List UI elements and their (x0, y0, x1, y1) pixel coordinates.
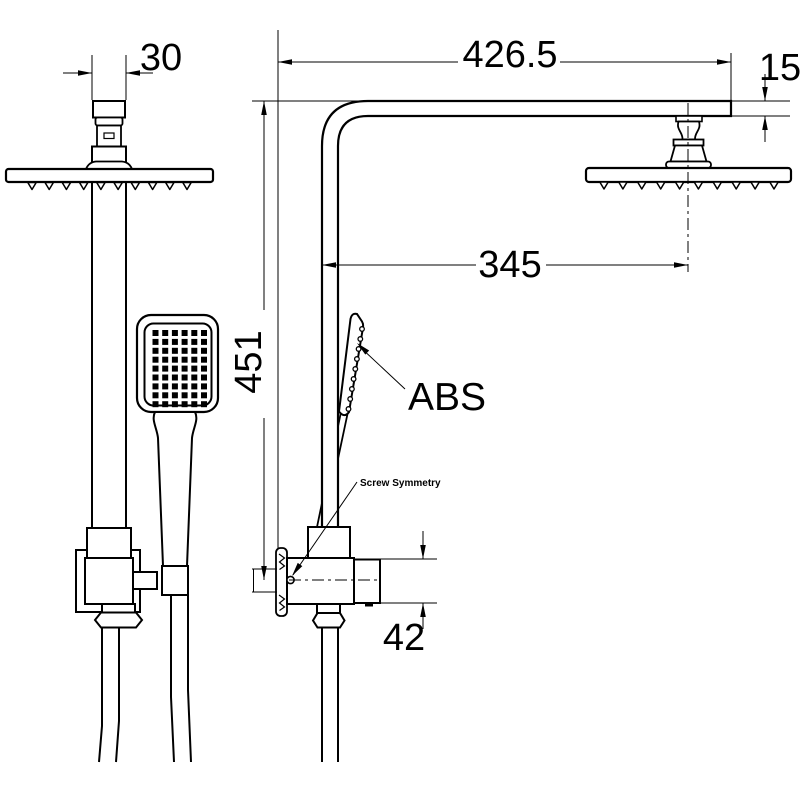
dimension-annotations (63, 30, 790, 629)
dim-arm-width-label: 30 (140, 37, 182, 79)
left-shower-plate (4, 167, 215, 184)
dim-riser-height-label: 451 (228, 330, 270, 393)
screw-symmetry-label: Screw Symmetry (360, 478, 441, 489)
abs-material-label: ABS (408, 376, 486, 419)
hand-shower-hose (170, 595, 192, 763)
ceiling-connector (84, 100, 134, 170)
sprayer-head-side (337, 312, 365, 417)
right-view-shower-column (275, 99, 793, 762)
drop-pipe (91, 183, 127, 528)
abs-leader-line (358, 345, 406, 390)
dim-overall-width-label: 426.5 (462, 34, 557, 76)
spray-nozzle-grid (152, 330, 207, 408)
screw-leader-line (292, 481, 358, 576)
hand-shower-handle (152, 411, 198, 567)
dimension-text-labels: 30 426.5 15 345 451 42 ABS Screw Symmetr… (140, 34, 800, 659)
dim-head-offset-label: 345 (478, 244, 541, 286)
left-bracket-assembly (75, 527, 158, 629)
dim-mixer-height-label: 42 (383, 617, 425, 659)
sprayer-nozzle-teeth (345, 326, 365, 412)
mixer-valve-body (286, 526, 381, 629)
hex-nut (311, 612, 346, 629)
right-shower-nozzles (599, 181, 779, 190)
dim-arm-thickness-label: 15 (759, 47, 800, 89)
hex-nut (93, 611, 144, 629)
hand-shower-front (135, 313, 220, 596)
left-view-overhead-shower (4, 100, 220, 763)
right-hose (321, 627, 339, 762)
left-shower-nozzles (27, 181, 192, 191)
wall-plate-side (275, 547, 288, 617)
left-hose (98, 627, 120, 763)
dimension-arrows (78, 59, 768, 617)
